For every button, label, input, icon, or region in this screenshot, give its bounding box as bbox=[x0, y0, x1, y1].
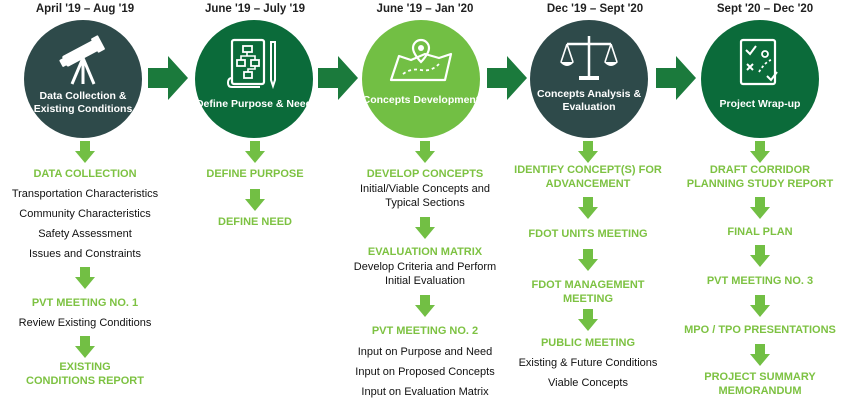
phase-4-circle: Concepts Analysis & Evaluation bbox=[530, 20, 648, 138]
phase-1-title: Data Collection & Existing Conditions bbox=[33, 90, 133, 115]
phase-5-circle: Project Wrap-up bbox=[701, 20, 819, 138]
step-heading: FDOT MANAGEMENT MEETING bbox=[531, 279, 645, 305]
arrow-down-icon bbox=[750, 245, 770, 267]
flowchart-document-icon bbox=[226, 38, 276, 90]
arrow-down-icon bbox=[75, 141, 95, 163]
step-text: Safety Assessment bbox=[38, 228, 132, 240]
step-heading: DRAFT CORRIDOR PLANNING STUDY REPORT bbox=[686, 164, 834, 190]
telescope-icon bbox=[59, 35, 105, 85]
step-text: Input on Purpose and Need bbox=[357, 346, 493, 358]
phase-1-steps: DATA COLLECTION Transportation Character… bbox=[0, 141, 170, 401]
phase-3-circle: Concepts Development bbox=[362, 20, 480, 138]
arrow-down-icon bbox=[578, 249, 598, 271]
phase-2-steps: DEFINE PURPOSE DEFINE NEED bbox=[170, 141, 340, 241]
step-text: Develop Criteria and Perform Initial Eva… bbox=[353, 261, 497, 287]
phase-4-title: Concepts Analysis & Evaluation bbox=[536, 88, 642, 113]
scales-icon bbox=[560, 36, 618, 80]
step-text: Input on Proposed Concepts bbox=[355, 366, 495, 378]
arrow-down-icon bbox=[578, 309, 598, 331]
step-heading: EVALUATION MATRIX bbox=[367, 246, 483, 258]
phase-1-date: April '19 – Aug '19 bbox=[35, 3, 135, 15]
step-heading: PVT MEETING NO. 3 bbox=[706, 275, 814, 287]
step-text: Existing & Future Conditions bbox=[518, 357, 658, 369]
step-heading: DEVELOP CONCEPTS bbox=[366, 168, 484, 180]
arrow-right-icon bbox=[487, 56, 527, 100]
arrow-down-icon bbox=[75, 267, 95, 289]
step-heading: DATA COLLECTION bbox=[33, 168, 137, 180]
step-text: Viable Concepts bbox=[548, 377, 628, 389]
phase-5-date: Sept '20 – Dec '20 bbox=[716, 3, 814, 15]
step-heading: MPO / TPO PRESENTATIONS bbox=[684, 324, 836, 336]
step-heading: DEFINE NEED bbox=[218, 216, 292, 228]
phase-3-title: Concepts Development bbox=[362, 94, 480, 106]
step-heading: PROJECT SUMMARY MEMORANDUM bbox=[704, 371, 816, 397]
step-heading: PVT MEETING NO. 1 bbox=[31, 297, 139, 309]
step-text: Review Existing Conditions bbox=[18, 317, 152, 329]
checklist-icon bbox=[739, 38, 778, 86]
map-pin-icon bbox=[389, 38, 453, 82]
step-heading: EXISTING CONDITIONS REPORT bbox=[26, 361, 144, 387]
arrow-down-icon bbox=[750, 295, 770, 317]
step-heading: PUBLIC MEETING bbox=[540, 337, 636, 349]
arrow-down-icon bbox=[578, 197, 598, 219]
arrow-down-icon bbox=[578, 141, 598, 163]
phase-3-steps: DEVELOP CONCEPTS Initial/Viable Concepts… bbox=[340, 141, 510, 401]
phase-3-date: June '19 – Jan '20 bbox=[376, 3, 474, 15]
step-heading: IDENTIFY CONCEPT(S) FOR ADVANCEMENT bbox=[514, 164, 662, 190]
arrow-down-icon bbox=[750, 197, 770, 219]
step-heading: FINAL PLAN bbox=[727, 226, 793, 238]
step-text: Input on Evaluation Matrix bbox=[361, 386, 489, 398]
phase-2-title: Define Purpose & Need bbox=[195, 98, 313, 110]
phase-1-circle: Data Collection & Existing Conditions bbox=[24, 20, 142, 138]
arrow-right-icon bbox=[148, 56, 188, 100]
arrow-down-icon bbox=[415, 141, 435, 163]
step-text: Initial/Viable Concepts and Typical Sect… bbox=[359, 183, 491, 209]
arrow-down-icon bbox=[245, 141, 265, 163]
phase-5-title: Project Wrap-up bbox=[719, 98, 801, 110]
arrow-down-icon bbox=[415, 217, 435, 239]
phase-4-date: Dec '19 – Sept '20 bbox=[546, 3, 644, 15]
arrow-right-icon bbox=[656, 56, 696, 100]
arrow-down-icon bbox=[245, 189, 265, 211]
step-heading: PVT MEETING NO. 2 bbox=[371, 325, 479, 337]
phase-2-date: June '19 – July '19 bbox=[204, 3, 306, 15]
phase-5-steps: DRAFT CORRIDOR PLANNING STUDY REPORT FIN… bbox=[675, 141, 845, 401]
step-text: Transportation Characteristics bbox=[11, 188, 159, 200]
arrow-down-icon bbox=[750, 141, 770, 163]
arrow-down-icon bbox=[415, 295, 435, 317]
step-heading: DEFINE PURPOSE bbox=[206, 168, 304, 180]
arrow-down-icon bbox=[75, 336, 95, 358]
step-heading: FDOT UNITS MEETING bbox=[528, 228, 648, 240]
step-text: Issues and Constraints bbox=[29, 248, 141, 260]
step-text: Community Characteristics bbox=[19, 208, 151, 220]
arrow-right-icon bbox=[318, 56, 358, 100]
arrow-down-icon bbox=[750, 344, 770, 366]
phase-4-steps: IDENTIFY CONCEPT(S) FOR ADVANCEMENT FDOT… bbox=[503, 141, 673, 401]
phase-2-circle: Define Purpose & Need bbox=[195, 20, 313, 138]
